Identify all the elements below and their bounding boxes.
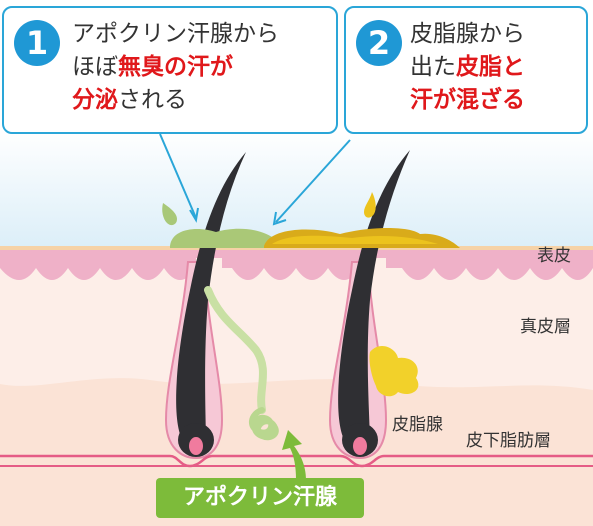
epidermis-layer [0,248,593,280]
callout2-line2: 出た皮脂と [410,51,525,84]
step-2-badge: 2 [356,20,402,66]
callout1-line1: アポクリン汗腺から [72,21,279,47]
callout2-line2-red: 皮脂と [456,54,525,80]
dermis-layer [0,255,593,390]
hair-shaft-left [176,152,246,445]
callout2-text: 皮脂腺から 出た皮脂と 汗が混ざる [410,18,525,117]
callout2-line2-plain: 出た [410,54,456,80]
callout1-pointer [159,133,197,219]
sebaceous-gland-shape [369,345,419,397]
label-subcutaneous-fat: 皮下脂肪層 [466,431,551,451]
callout1-line2-red: 無臭の汗が [118,54,233,80]
hair-shaft-right [338,150,410,445]
label-apocrine-gland: アポクリン汗腺 [156,478,364,518]
callout1-line2: ほぼ無臭の汗が [72,51,279,84]
callout2-pointer [275,139,351,223]
callout1-line3-red: 分泌 [72,87,118,113]
callout2-arrowhead [272,211,287,226]
papilla-left [189,437,203,455]
callout2-line1: 皮脂腺から [410,21,525,47]
callout1-line3-plain: される [118,87,187,113]
callout2-line3-red: 汗が混ざる [410,87,525,113]
callout1-line3: 分泌される [72,84,279,117]
callout-sebaceous: 2 皮脂腺から 出た皮脂と 汗が混ざる [344,6,588,134]
apocrine-arrow [282,430,306,480]
blood-vessel-1 [0,454,593,468]
sebum-droplet [364,192,376,218]
callout2-line3: 汗が混ざる [410,84,525,117]
sebum-highlight [272,235,438,244]
callout1-arrowhead [189,207,199,223]
callout1-text: アポクリン汗腺から ほぼ無臭の汗が 分泌される [72,18,279,117]
sweat-on-skin [170,228,276,248]
label-epidermis: 表皮 [537,246,571,266]
callout-apocrine: 1 アポクリン汗腺から ほぼ無臭の汗が 分泌される [2,6,338,134]
step-1-badge: 1 [14,20,60,66]
label-sebaceous-gland: 皮脂腺 [392,415,443,435]
callout1-line2-plain: ほぼ [72,54,118,80]
sweat-droplet [162,203,177,226]
apocrine-gland-coil [249,407,279,441]
papilla-right [353,437,367,455]
apocrine-duct [204,286,267,414]
label-dermis: 真皮層 [520,317,571,337]
